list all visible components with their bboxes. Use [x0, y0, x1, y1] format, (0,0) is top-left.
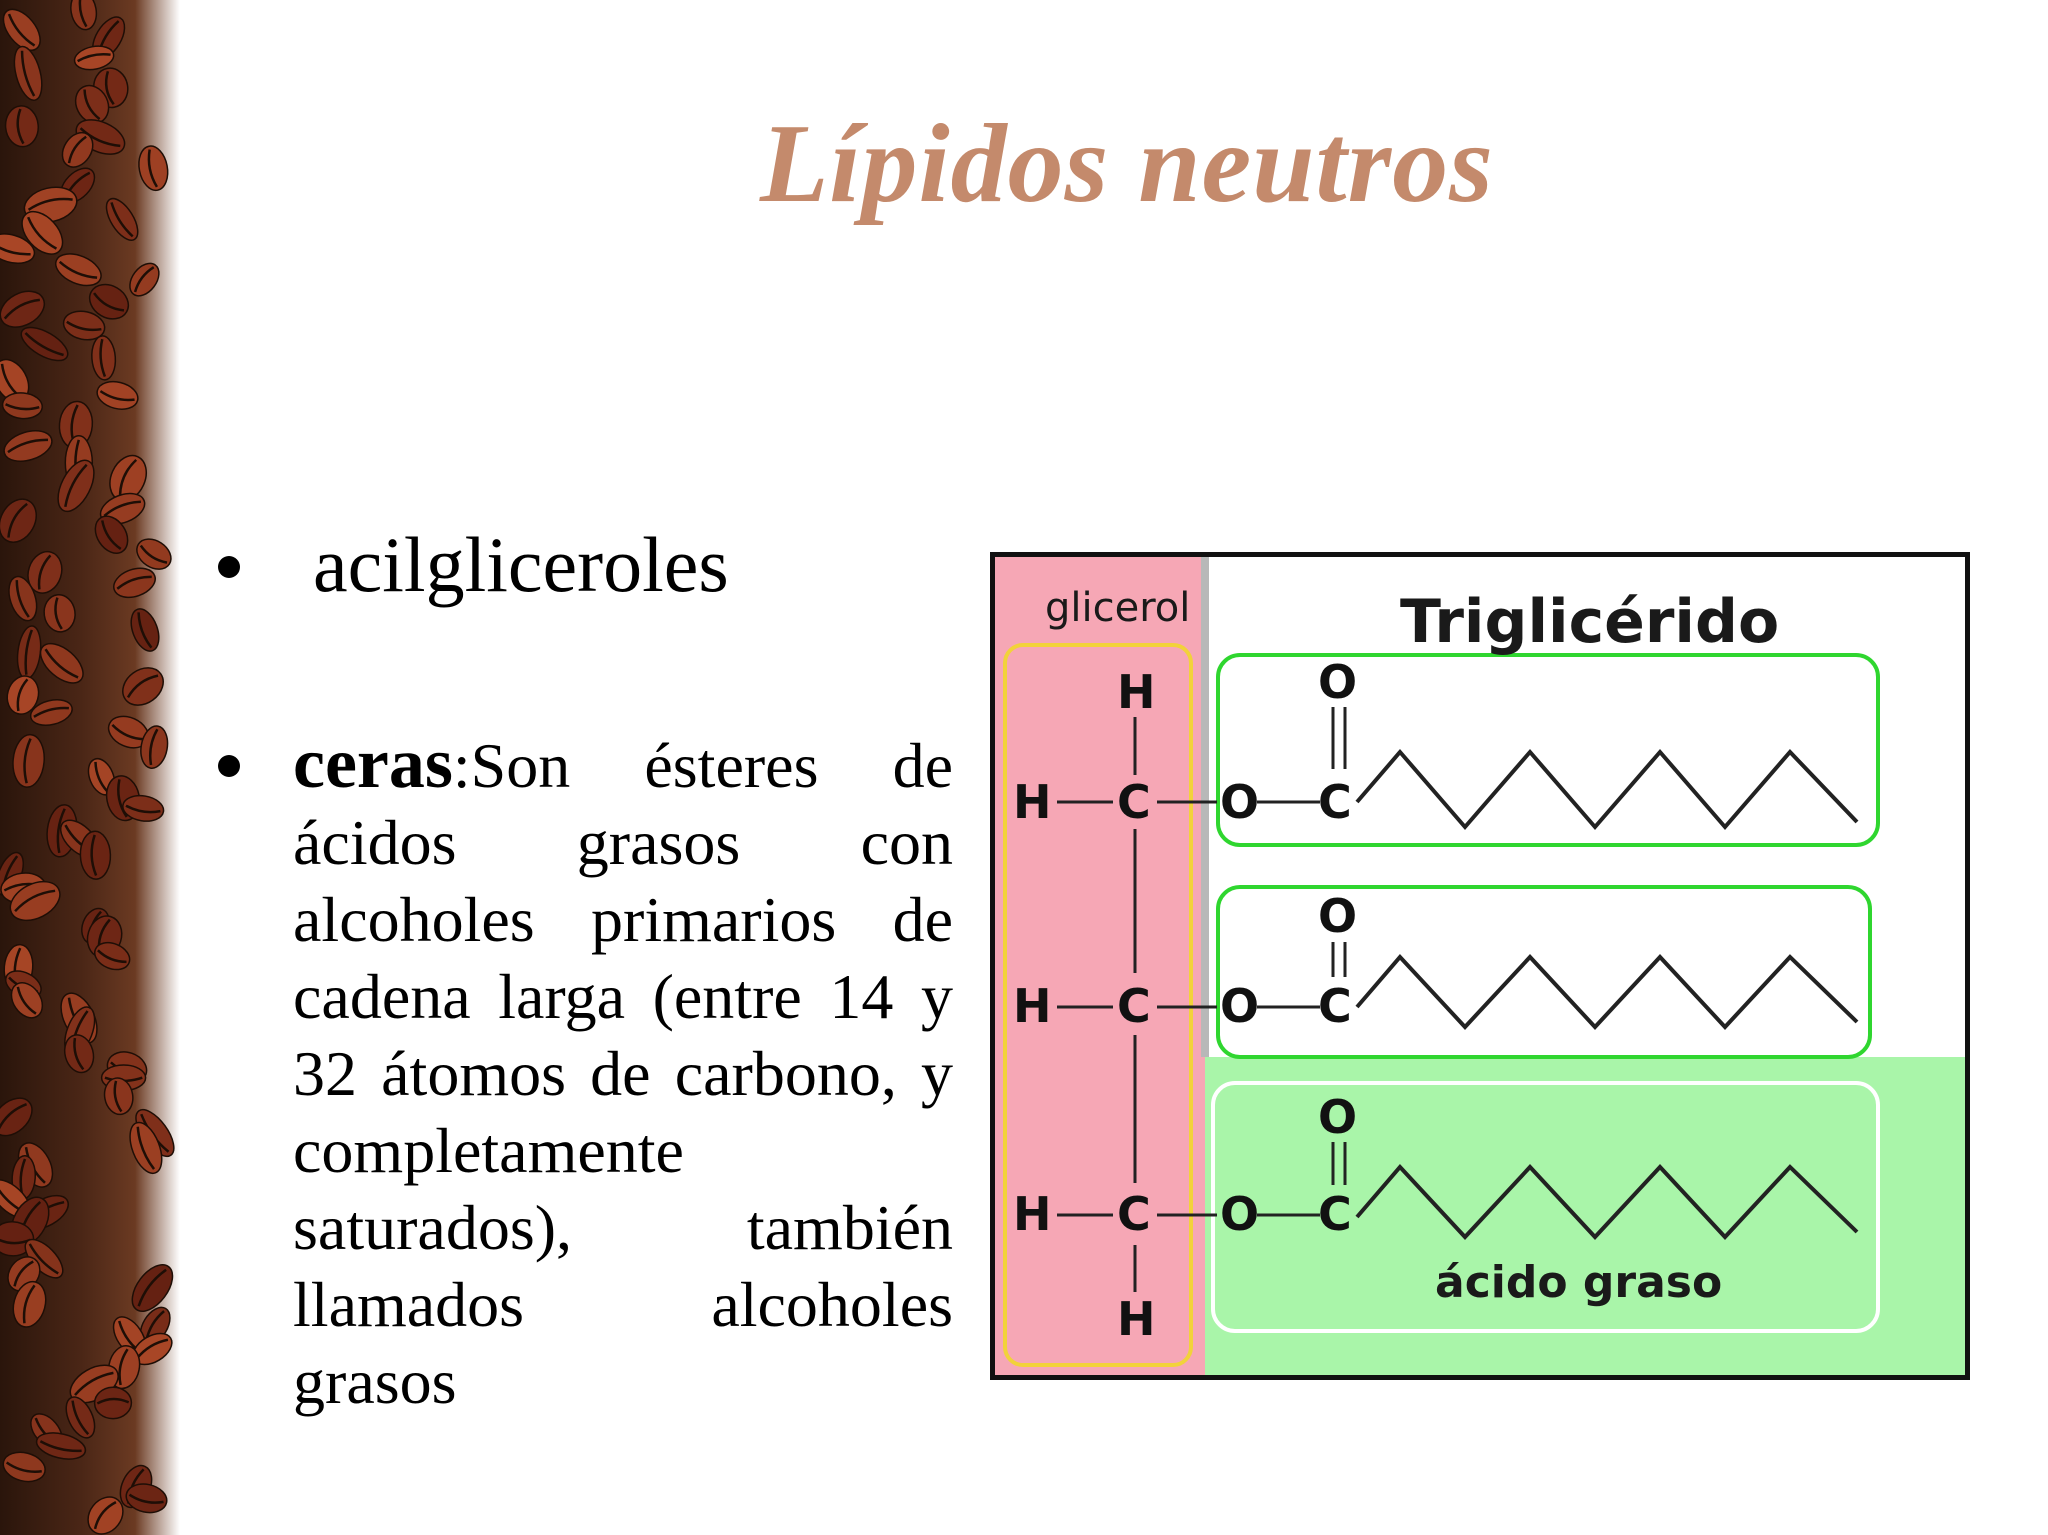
hydrocarbon-chain	[1355, 1163, 1859, 1240]
atom-hydrogen: H	[1013, 775, 1052, 829]
fatty-acid-label: ácido graso	[1435, 1257, 1723, 1308]
atom-hydrogen: H	[1013, 979, 1052, 1033]
coffee-bean	[94, 515, 129, 554]
glycerol-label: glicerol	[1045, 585, 1191, 631]
coffee-bean	[105, 197, 139, 241]
coffee-bean	[54, 253, 102, 287]
coffee-bean	[13, 45, 43, 101]
atom-oxygen: O	[1220, 979, 1260, 1033]
atom-carbon: C	[1318, 1187, 1352, 1241]
atom-carbon: C	[1318, 979, 1352, 1033]
triglyceride-figure: glicerol Triglicérido ácido graso H H C …	[990, 552, 1970, 1380]
coffee-bean	[10, 982, 44, 1019]
coffee-bean	[129, 262, 160, 297]
coffee-bean	[0, 233, 36, 264]
coffee-bean	[130, 608, 160, 652]
coffee-beans-decoration	[0, 0, 175, 1535]
coffee-bean	[9, 880, 61, 922]
coffee-bean	[109, 454, 148, 502]
coffee-bean	[93, 1386, 133, 1420]
fatty-acid-outline	[1211, 1081, 1880, 1333]
atom-carbon: C	[1117, 775, 1151, 829]
coffee-bean	[122, 667, 164, 706]
coffee-bean	[132, 1332, 173, 1366]
coffee-bean	[107, 715, 150, 749]
glycerol-outline	[1003, 643, 1193, 1367]
coffee-bean	[122, 794, 165, 822]
coffee-bean	[1, 392, 44, 420]
bullet-paragraph: ceras:Son ésteres de ácidos grasos con a…	[293, 725, 953, 1420]
bullet-keyword: ceras	[293, 723, 453, 803]
coffee-bean	[70, 0, 98, 31]
coffee-bean	[125, 1483, 168, 1514]
atom-oxygen: O	[1318, 889, 1358, 943]
atom-oxygen: O	[1318, 655, 1358, 709]
coffee-bean	[73, 45, 115, 71]
coffee-bean	[63, 1034, 95, 1074]
atom-carbon: C	[1318, 775, 1352, 829]
coffee-bean	[61, 131, 94, 168]
atom-oxygen: O	[1220, 1187, 1260, 1241]
bullet-text: acilgliceroles	[313, 521, 729, 608]
coffee-bean-border	[0, 0, 180, 1535]
hydrocarbon-chain	[1355, 953, 1859, 1030]
coffee-bean	[12, 733, 45, 788]
atom-carbon: C	[1117, 1187, 1151, 1241]
coffee-bean	[8, 575, 38, 622]
triglyceride-diagram	[995, 557, 1965, 1375]
coffee-bean	[43, 594, 76, 633]
bullet-text: :Son ésteres de ácidos grasos con alcoho…	[293, 730, 953, 1417]
atom-oxygen: O	[1220, 775, 1260, 829]
atom-hydrogen: H	[1013, 1187, 1052, 1241]
coffee-bean	[2, 1451, 46, 1483]
bonds	[1057, 707, 1347, 1292]
slide-title: Lípidos neutros	[760, 102, 1494, 226]
coffee-bean	[136, 538, 172, 570]
atom-hydrogen: H	[1117, 665, 1156, 719]
coffee-bean	[0, 1097, 33, 1137]
coffee-bean	[3, 430, 53, 462]
coffee-bean	[29, 699, 73, 726]
bullet-dot-icon	[218, 755, 240, 777]
coffee-bean	[20, 326, 69, 362]
coffee-bean	[96, 380, 139, 410]
region-divider	[1201, 557, 1209, 1057]
fatty-acid-outline	[1216, 885, 1872, 1059]
coffee-bean	[27, 550, 63, 594]
atom-oxygen: O	[1318, 1090, 1358, 1144]
coffee-bean	[88, 283, 130, 320]
coffee-bean	[12, 1280, 47, 1328]
fatty-acid-chains	[1355, 748, 1859, 1240]
coffee-bean	[0, 290, 46, 328]
coffee-bean	[16, 625, 42, 680]
coffee-bean	[39, 642, 84, 684]
coffee-bean	[138, 145, 169, 192]
hydrocarbon-chain	[1355, 748, 1859, 831]
coffee-bean	[0, 498, 37, 543]
bullet-dot-icon	[218, 556, 240, 578]
coffee-bean	[62, 310, 106, 341]
coffee-bean	[131, 1264, 174, 1312]
coffee-bean	[94, 941, 131, 971]
coffee-bean	[35, 1432, 87, 1460]
triglyceride-label: Triglicérido	[1400, 587, 1780, 657]
coffee-bean	[113, 567, 156, 599]
fatty-acid-outline	[1216, 653, 1880, 847]
coffee-bean	[74, 84, 110, 124]
atom-carbon: C	[1117, 979, 1151, 1033]
coffee-bean	[6, 675, 40, 715]
coffee-bean	[57, 459, 95, 513]
coffee-bean	[4, 105, 39, 148]
coffee-bean	[140, 725, 169, 769]
coffee-bean	[79, 830, 112, 880]
coffee-bean	[87, 1496, 124, 1535]
coffee-bean	[91, 335, 117, 381]
coffee-bean	[65, 1396, 96, 1439]
coffee-bean	[103, 1077, 134, 1116]
atom-hydrogen: H	[1117, 1292, 1156, 1346]
coffee-bean	[2, 8, 41, 51]
coffee-bean	[129, 1121, 163, 1175]
coffee-bean	[21, 210, 64, 255]
glycerol-region	[995, 557, 1205, 1375]
